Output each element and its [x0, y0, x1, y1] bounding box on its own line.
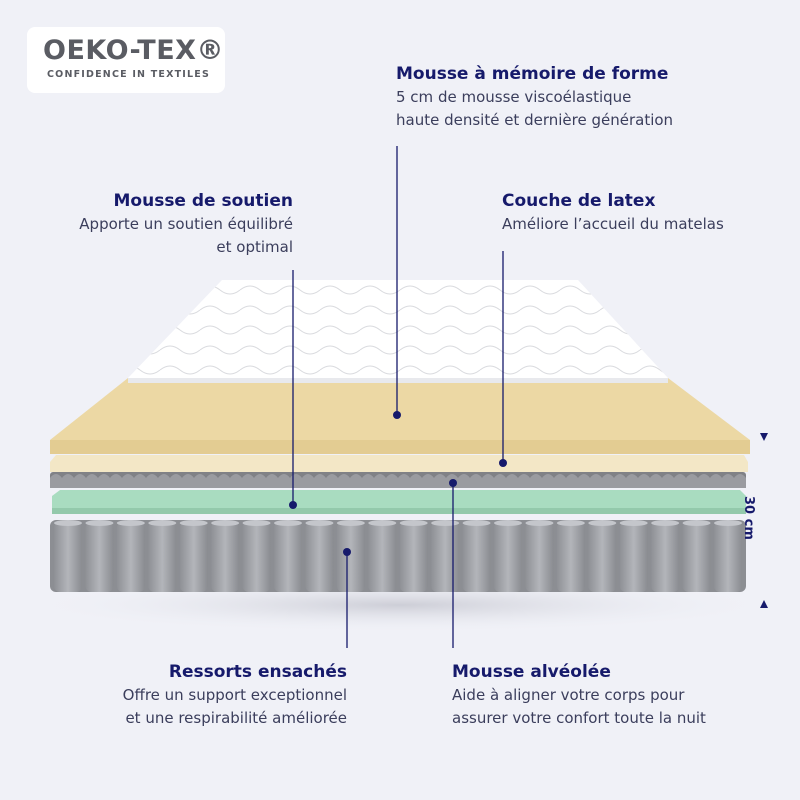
spring-coil-top — [274, 520, 302, 526]
spring-coil — [305, 522, 334, 592]
spring-coil-top — [148, 520, 177, 526]
spring-coil-top — [619, 520, 648, 526]
dimension-bottom-arrow-icon — [760, 600, 768, 608]
alveolar-dot — [449, 479, 457, 487]
spring-coil-top — [399, 520, 428, 526]
spring-coil — [148, 522, 177, 592]
alveolar-foam-title: Mousse alvéolée — [452, 662, 611, 682]
latex-layer — [50, 455, 748, 472]
spring-coil — [336, 522, 365, 592]
spring-coil — [556, 522, 585, 592]
spring-coil-top — [242, 520, 271, 526]
spring-coil-top — [588, 520, 617, 526]
spring-coil — [588, 522, 617, 592]
latex-desc-1: Améliore l’accueil du matelas — [502, 215, 724, 233]
memory-foam-dot — [393, 411, 401, 419]
alveolar-foam-label: Mousse alvéolée Aide à aligner votre cor… — [452, 660, 706, 730]
spring-coil-top — [556, 520, 585, 526]
oeko-tex-logo-subtitle: CONFIDENCE IN TEXTILES — [47, 69, 211, 80]
spring-coil-top — [368, 520, 397, 526]
memory-foam-title: Mousse à mémoire de forme — [396, 64, 669, 84]
spring-coil-top — [462, 520, 491, 526]
spring-coil-top — [336, 520, 365, 526]
support-foam-dot — [289, 501, 297, 509]
memory-foam-desc-1: 5 cm de mousse viscoélastique — [396, 88, 632, 106]
spring-coil-top — [714, 520, 742, 526]
spring-coil — [714, 522, 742, 592]
spring-coil-top — [211, 520, 240, 526]
spring-coil-top — [54, 520, 82, 526]
springs-title: Ressorts ensachés — [168, 662, 347, 682]
spring-coil — [431, 522, 460, 592]
latex-title: Couche de latex — [502, 191, 656, 211]
spring-coil — [651, 522, 680, 592]
latex-dot — [499, 459, 507, 467]
spring-coil — [494, 522, 522, 592]
spring-coil — [619, 522, 648, 592]
springs-dot — [343, 548, 351, 556]
spring-coil — [211, 522, 240, 592]
spring-coil — [368, 522, 397, 592]
callout-dots — [289, 411, 507, 556]
support-foam-label: Mousse de soutien Apporte un soutien équ… — [79, 189, 293, 259]
spring-coil — [525, 522, 554, 592]
springs-label: Ressorts ensachés Offre un support excep… — [123, 660, 347, 730]
height-dimension-label: 30 cm — [741, 496, 756, 540]
dimension-top-arrow-icon — [760, 433, 768, 441]
spring-coil-top — [431, 520, 460, 526]
alveolar-foam-desc-2: assurer votre confort toute la nuit — [452, 709, 706, 727]
callout-lines — [292, 146, 504, 648]
spring-coil — [462, 522, 491, 592]
spring-coil-top — [85, 520, 114, 526]
alveolar-foam-layer — [50, 472, 746, 488]
springs-desc-2: et une respirabilité améliorée — [125, 709, 347, 727]
spring-coil — [179, 522, 208, 592]
pocket-springs-layer — [50, 520, 746, 592]
spring-coil — [274, 522, 302, 592]
spring-coil — [54, 522, 82, 592]
spring-coil — [682, 522, 711, 592]
quilted-cover-layer — [128, 280, 668, 383]
memory-foam-desc-2: haute densité et dernière génération — [396, 111, 674, 129]
spring-coil-top — [179, 520, 208, 526]
spring-coil-top — [651, 520, 680, 526]
spring-coil — [85, 522, 114, 592]
support-foam-desc-1: Apporte un soutien équilibré — [79, 215, 293, 233]
support-foam-desc-2: et optimal — [216, 238, 293, 256]
oeko-tex-logo-title: OEKO-TEX® — [43, 35, 224, 66]
spring-coil-top — [494, 520, 522, 526]
spring-coil-top — [525, 520, 554, 526]
spring-coil — [242, 522, 271, 592]
spring-coil-top — [116, 520, 145, 526]
spring-coil — [399, 522, 428, 592]
spring-coil — [116, 522, 145, 592]
support-foam-layer — [52, 490, 746, 514]
alveolar-foam-desc-1: Aide à aligner votre corps pour — [452, 686, 685, 704]
springs-desc-1: Offre un support exceptionnel — [122, 686, 347, 704]
spring-coil-top — [305, 520, 334, 526]
support-foam-title: Mousse de soutien — [113, 191, 294, 211]
memory-foam-label: Mousse à mémoire de forme 5 cm de mousse… — [396, 62, 673, 132]
spring-coil-top — [682, 520, 711, 526]
oeko-tex-badge: OEKO-TEX® CONFIDENCE IN TEXTILES — [27, 27, 225, 93]
latex-label: Couche de latex Améliore l’accueil du ma… — [502, 189, 724, 236]
